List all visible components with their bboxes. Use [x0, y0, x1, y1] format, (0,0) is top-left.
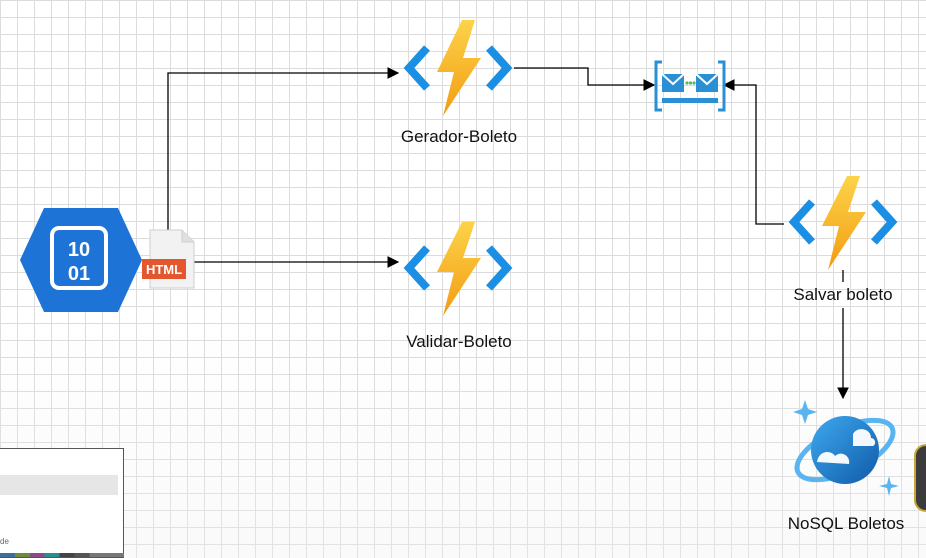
- label-validar-boleto: Validar-Boleto: [406, 332, 512, 351]
- function-salvar-icon[interactable]: [788, 176, 898, 270]
- queue-icon[interactable]: [654, 60, 726, 112]
- function-validar-icon[interactable]: [403, 222, 513, 316]
- minimap-bar: [0, 475, 118, 495]
- edge-salvar-to-queue[interactable]: [722, 79, 784, 225]
- minimap-swatches: [0, 553, 124, 557]
- html-badge: HTML: [146, 262, 182, 277]
- minimap-text: de: [0, 537, 9, 546]
- label-gerador-boleto: Gerador-Boleto: [400, 127, 518, 146]
- edge-gerador-to-queue[interactable]: [514, 67, 656, 91]
- blob-storage-node[interactable]: 10 01: [20, 208, 142, 312]
- edge-html-to-gerador[interactable]: [167, 67, 400, 232]
- avatar: [914, 444, 926, 512]
- blob-text-top: 10: [68, 239, 90, 261]
- minimap-panel[interactable]: de: [0, 448, 124, 558]
- html-file-icon[interactable]: HTML: [142, 229, 195, 289]
- blob-text-bottom: 01: [68, 263, 90, 285]
- label-salvar-boleto: Salvar boleto: [793, 285, 893, 304]
- function-gerador-icon[interactable]: [403, 20, 513, 116]
- label-nosql-boletos: NoSQL Boletos: [787, 514, 905, 533]
- cosmos-db-icon[interactable]: [789, 400, 902, 496]
